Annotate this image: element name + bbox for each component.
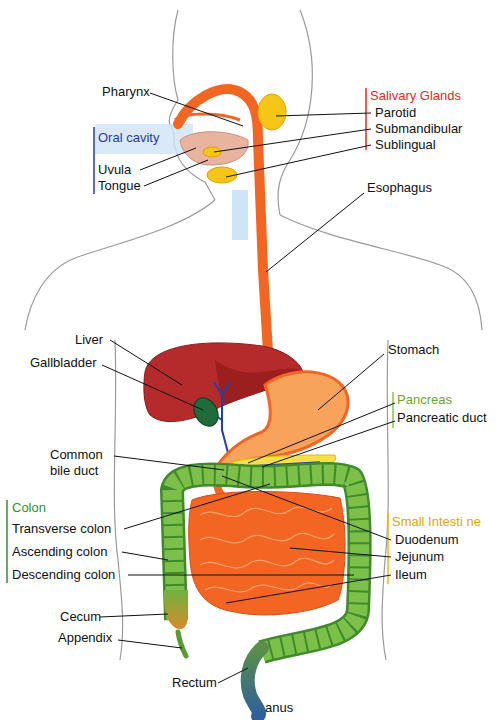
part-label: anus [265, 700, 293, 716]
colon-outline [172, 474, 360, 652]
bracket [392, 392, 394, 428]
part-label: Transverse colon [12, 521, 111, 537]
submandibular-gland [207, 167, 237, 183]
part-label: Appendix [58, 630, 112, 646]
group-heading: Pancreas [397, 392, 452, 408]
sublingual-gland [203, 147, 221, 157]
bracket [387, 513, 389, 584]
gallbladder-shape [189, 394, 223, 431]
intestine-loops [200, 507, 334, 592]
part-label: Pharynx [102, 84, 150, 100]
group-heading: Small Intesti ne [392, 514, 481, 530]
part-label: Common bile duct [50, 447, 112, 479]
bracket [365, 88, 367, 150]
group-heading: Oral cavity [98, 130, 159, 146]
part-label: Liver [75, 332, 103, 348]
body-outline [25, 10, 482, 660]
bracket [93, 127, 95, 194]
part-label: Tongue [98, 178, 141, 194]
part-label: Ileum [395, 567, 427, 583]
cecum-shape [164, 590, 188, 629]
part-label: Submandibular [375, 121, 462, 137]
part-label: Sublingual [375, 137, 436, 153]
group-heading: Salivary Glands [370, 88, 461, 104]
part-label: Uvula [98, 162, 131, 178]
part-label: Stomach [388, 342, 439, 358]
colon-tube [172, 474, 360, 652]
part-label: Duodenum [395, 532, 459, 548]
part-label: Jejunum [395, 549, 444, 565]
part-label: Descending colon [12, 567, 115, 583]
part-label: Esophagus [367, 180, 432, 196]
part-label: Cecum [60, 609, 101, 625]
esophagus-tube [178, 89, 270, 385]
bracket [6, 500, 8, 583]
part-label: Pancreatic duct [397, 410, 487, 426]
trachea [232, 190, 248, 240]
group-heading: Colon [12, 500, 46, 516]
appendix-shape [178, 632, 186, 656]
leader-lines [100, 93, 395, 683]
part-label: Ascending colon [12, 544, 107, 560]
part-label: Gallbladder [30, 355, 97, 371]
part-label: Rectum [172, 675, 217, 691]
part-label: Parotid [375, 105, 416, 121]
parotid-gland [258, 94, 286, 130]
rectum-tube [248, 648, 262, 716]
